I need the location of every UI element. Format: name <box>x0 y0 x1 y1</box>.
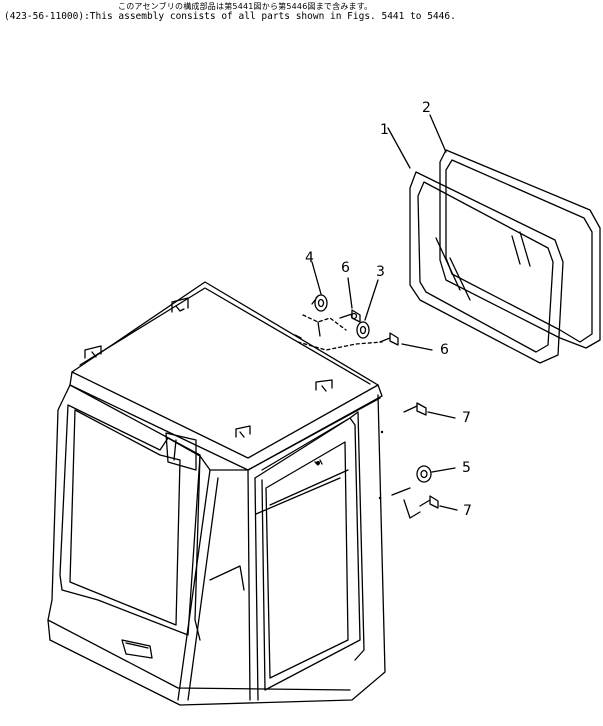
part-bolt-6a <box>339 309 361 323</box>
callout-6a: 6 <box>341 260 350 276</box>
callout-1: 1 <box>380 122 389 138</box>
callout-5: 5 <box>462 460 471 476</box>
leader-3 <box>364 279 379 321</box>
roof-bracket <box>171 297 189 313</box>
leader-4 <box>311 261 322 295</box>
part-bolt-6b <box>379 332 399 346</box>
leader-6a <box>347 277 353 309</box>
leader-6b <box>401 343 433 351</box>
callout-6b: 6 <box>440 342 449 358</box>
cab-mirror <box>165 432 197 471</box>
part-bolt-7b <box>419 495 439 509</box>
leader-1 <box>387 127 411 169</box>
weatherstrip-seal <box>439 149 601 349</box>
cab-front-frame <box>69 384 201 641</box>
cab-handle-slot <box>121 639 153 659</box>
cab-side-window-frame <box>247 397 381 471</box>
glass-panel <box>409 171 564 364</box>
leader-7b <box>439 505 458 511</box>
cab-side-window <box>254 417 361 691</box>
assembly-note-english: (423-56-11000):This assembly consists of… <box>4 11 456 22</box>
part-bolt-7a <box>403 402 427 416</box>
part-cushion-4 <box>311 294 328 312</box>
cab-assembly <box>47 281 386 706</box>
roof-bracket <box>84 345 102 359</box>
callout-7b: 7 <box>463 503 472 519</box>
roof-bracket <box>235 425 251 438</box>
roof-bracket <box>315 379 333 392</box>
cab-roof-edge <box>69 371 383 471</box>
callout-3: 3 <box>376 264 385 280</box>
part-washer-3 <box>356 321 370 339</box>
part-cushion-5 <box>416 465 432 483</box>
cab-lower-body <box>49 394 386 706</box>
leader-5 <box>431 467 456 473</box>
callout-4: 4 <box>305 250 314 266</box>
callout-7a: 7 <box>462 410 471 426</box>
cab-roof <box>71 281 379 459</box>
callout-2: 2 <box>422 100 431 116</box>
leader-2 <box>429 114 447 153</box>
assembly-note-japanese: このアセンブリの構成部品は第5441図から第5446図まで含みます。 <box>118 2 373 11</box>
cab-front-window <box>59 404 201 636</box>
leader-7a <box>427 411 456 419</box>
